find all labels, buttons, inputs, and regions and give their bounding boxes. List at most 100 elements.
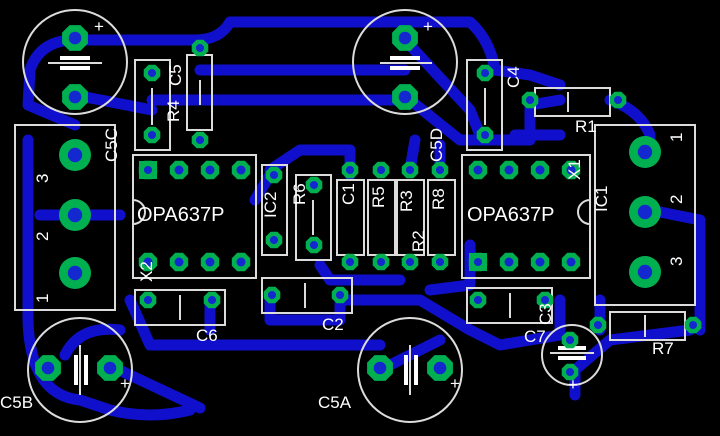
drill-hole xyxy=(41,361,55,375)
drill-hole xyxy=(504,257,514,267)
right-pin-label-3: 3 xyxy=(667,256,686,266)
label-ic2: IC2 xyxy=(261,191,280,218)
component-pads xyxy=(35,25,702,381)
plus-mark-c5a: + xyxy=(450,374,460,393)
drill-hole xyxy=(688,320,698,330)
drill-hole xyxy=(480,130,490,140)
plus-mark-c5c: + xyxy=(94,17,104,36)
label-opa-right: OPA637P xyxy=(467,204,555,226)
drill-hole xyxy=(67,207,83,223)
left-pin-label-2: 2 xyxy=(33,231,52,241)
drill-hole xyxy=(236,165,246,175)
label-r5: R5 xyxy=(369,186,388,208)
label-c5d: C5D xyxy=(427,127,446,162)
drill-hole xyxy=(525,95,535,105)
drill-hole xyxy=(309,240,319,250)
label-c1: C1 xyxy=(339,183,358,205)
drill-hole xyxy=(637,204,653,220)
drill-hole xyxy=(205,165,215,175)
right-pin-label-1: 1 xyxy=(667,132,686,142)
label-r7: R7 xyxy=(652,339,674,358)
drill-hole xyxy=(143,295,153,305)
label-c5: C5 xyxy=(166,64,185,86)
drill-hole xyxy=(345,257,355,267)
label-c2: C2 xyxy=(322,315,344,334)
drill-hole xyxy=(435,257,445,267)
drill-hole xyxy=(435,165,445,175)
drill-hole xyxy=(376,257,386,267)
drill-hole xyxy=(103,361,117,375)
drill-hole xyxy=(473,257,483,267)
label-c4: C4 xyxy=(504,66,523,88)
label-c5a: C5A xyxy=(318,393,352,412)
left-pin-label-3: 3 xyxy=(33,173,52,183)
drill-hole xyxy=(195,43,205,53)
drill-hole xyxy=(205,257,215,267)
left-pin-label-1: 1 xyxy=(33,293,52,303)
drill-hole xyxy=(566,165,576,175)
label-r8: R8 xyxy=(429,188,448,210)
drill-hole xyxy=(535,257,545,267)
silkscreen xyxy=(14,9,696,423)
drill-hole xyxy=(267,290,277,300)
label-opa-left: OPA637P xyxy=(137,204,225,226)
label-c6: C6 xyxy=(196,326,218,345)
drill-hole xyxy=(373,361,387,375)
label-r2: R2 xyxy=(409,230,428,252)
drill-hole xyxy=(345,165,355,175)
drill-hole xyxy=(535,165,545,175)
label-c5b: C5B xyxy=(0,393,34,412)
drill-hole xyxy=(540,295,550,305)
drill-hole xyxy=(67,147,83,163)
drill-hole xyxy=(405,165,415,175)
drill-hole xyxy=(566,257,576,267)
drill-hole xyxy=(174,257,184,267)
drill-hole xyxy=(269,170,279,180)
drill-hole xyxy=(504,165,514,175)
label-c5c: C5C xyxy=(102,127,121,162)
label-c7: C7 xyxy=(524,327,546,346)
drill-hole xyxy=(398,31,412,45)
drill-hole xyxy=(473,165,483,175)
drill-hole xyxy=(433,361,447,375)
label-x1: X1 xyxy=(565,159,584,180)
drill-hole xyxy=(174,165,184,175)
label-c3: C3 xyxy=(536,303,555,325)
label-x2: X2 xyxy=(137,261,156,282)
plus-mark-c5b: + xyxy=(120,374,130,393)
drill-hole xyxy=(613,95,623,105)
drill-hole xyxy=(565,335,575,345)
label-r6: R6 xyxy=(290,183,309,205)
drill-hole xyxy=(593,320,603,330)
drill-hole xyxy=(269,235,279,245)
drill-hole xyxy=(335,290,345,300)
drill-hole xyxy=(398,90,412,104)
drill-hole xyxy=(637,144,653,160)
drill-hole xyxy=(68,31,82,45)
drill-hole xyxy=(480,68,490,78)
label-ic1: IC1 xyxy=(592,185,611,212)
drill-hole xyxy=(236,257,246,267)
label-r4: R4 xyxy=(164,100,183,122)
drill-hole xyxy=(195,135,205,145)
drill-hole xyxy=(473,295,483,305)
plus-mark-c5d: + xyxy=(423,17,433,36)
label-r3: R3 xyxy=(397,190,416,212)
right-pin-label-2: 2 xyxy=(667,194,686,204)
drill-hole xyxy=(147,68,157,78)
drill-hole xyxy=(405,257,415,267)
drill-hole xyxy=(147,130,157,140)
drill-hole xyxy=(565,367,575,377)
drill-hole xyxy=(68,90,82,104)
label-r1: R1 xyxy=(575,117,597,136)
drill-hole xyxy=(143,165,153,175)
drill-hole xyxy=(67,265,83,281)
drill-hole xyxy=(207,295,217,305)
drill-hole xyxy=(637,264,653,280)
drill-hole xyxy=(143,257,153,267)
plus-mark-c7: + xyxy=(568,375,578,394)
drill-hole xyxy=(376,165,386,175)
drill-hole xyxy=(309,180,319,190)
